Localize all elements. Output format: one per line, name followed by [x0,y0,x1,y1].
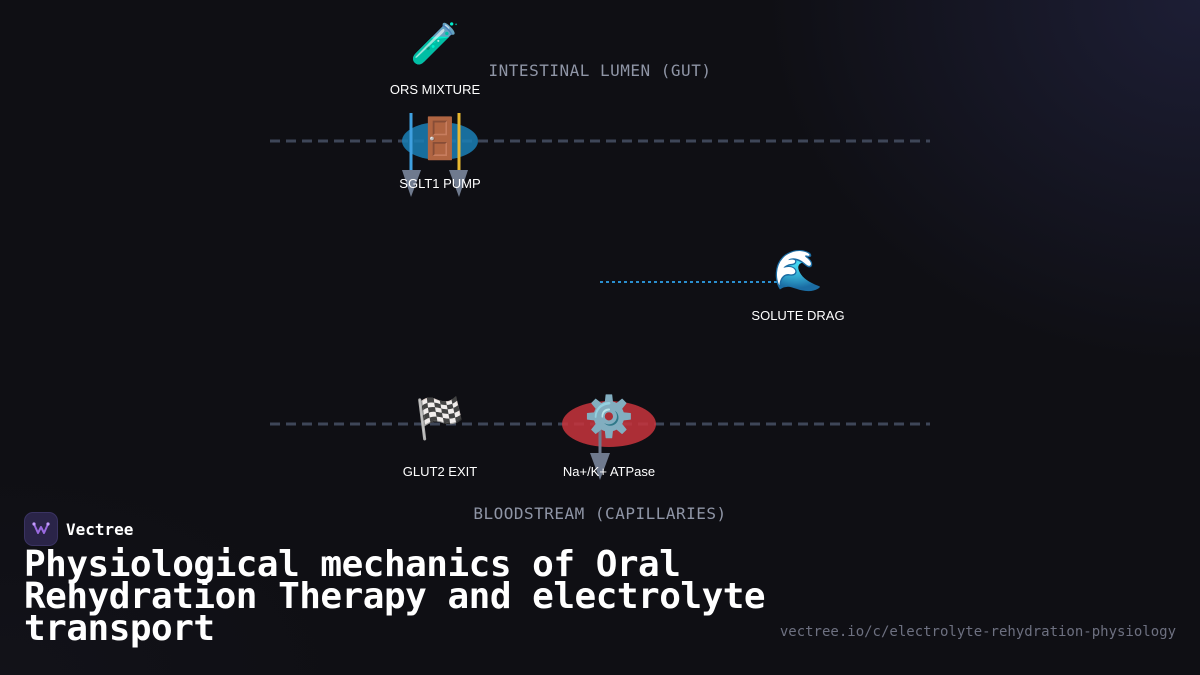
brand: Vectree [24,512,133,546]
ors-mixture-node: 🧪 ORS MIXTURE [390,21,481,97]
ors-mixture-label: ORS MIXTURE [390,82,481,97]
checkered-flag-icon: 🏁 [415,395,465,442]
test-tube-icon: 🧪 [410,21,460,67]
solute-drag-node: 🌊 SOLUTE DRAG [600,247,845,323]
vectree-logo-icon [24,512,58,546]
atpase-down-arrow [590,453,610,480]
atpase-pump [562,401,656,447]
vectree-mark-icon [32,522,50,534]
door-icon: 🚪 [415,115,465,162]
glut2-exit-label: GLUT2 EXIT [403,464,477,479]
atpase-node: ⚙️ Na+/K+ ATPase [562,393,656,480]
sodium-down-arrow [402,170,421,197]
blood-region-label: BLOODSTREAM (CAPILLARIES) [473,504,726,523]
source-url[interactable]: vectree.io/c/electrolyte-rehydration-phy… [779,624,1176,640]
solute-drag-label: SOLUTE DRAG [751,308,844,323]
water-wave-icon: 🌊 [773,247,823,294]
lumen-region-label: INTESTINAL LUMEN (GUT) [489,61,712,80]
gear-icon: ⚙️ [584,393,634,440]
glut2-exit-node: 🏁 GLUT2 EXIT [403,395,477,479]
page-title: Physiological mechanics of Oral Rehydrat… [24,544,766,649]
sglt1-pump-node: 🚪 SGLT1 PUMP [399,113,481,197]
atpase-label: Na+/K+ ATPase [563,464,655,479]
sglt1-pump-label: SGLT1 PUMP [399,176,480,191]
brand-name: Vectree [66,519,134,539]
glucose-down-arrow [449,170,468,197]
